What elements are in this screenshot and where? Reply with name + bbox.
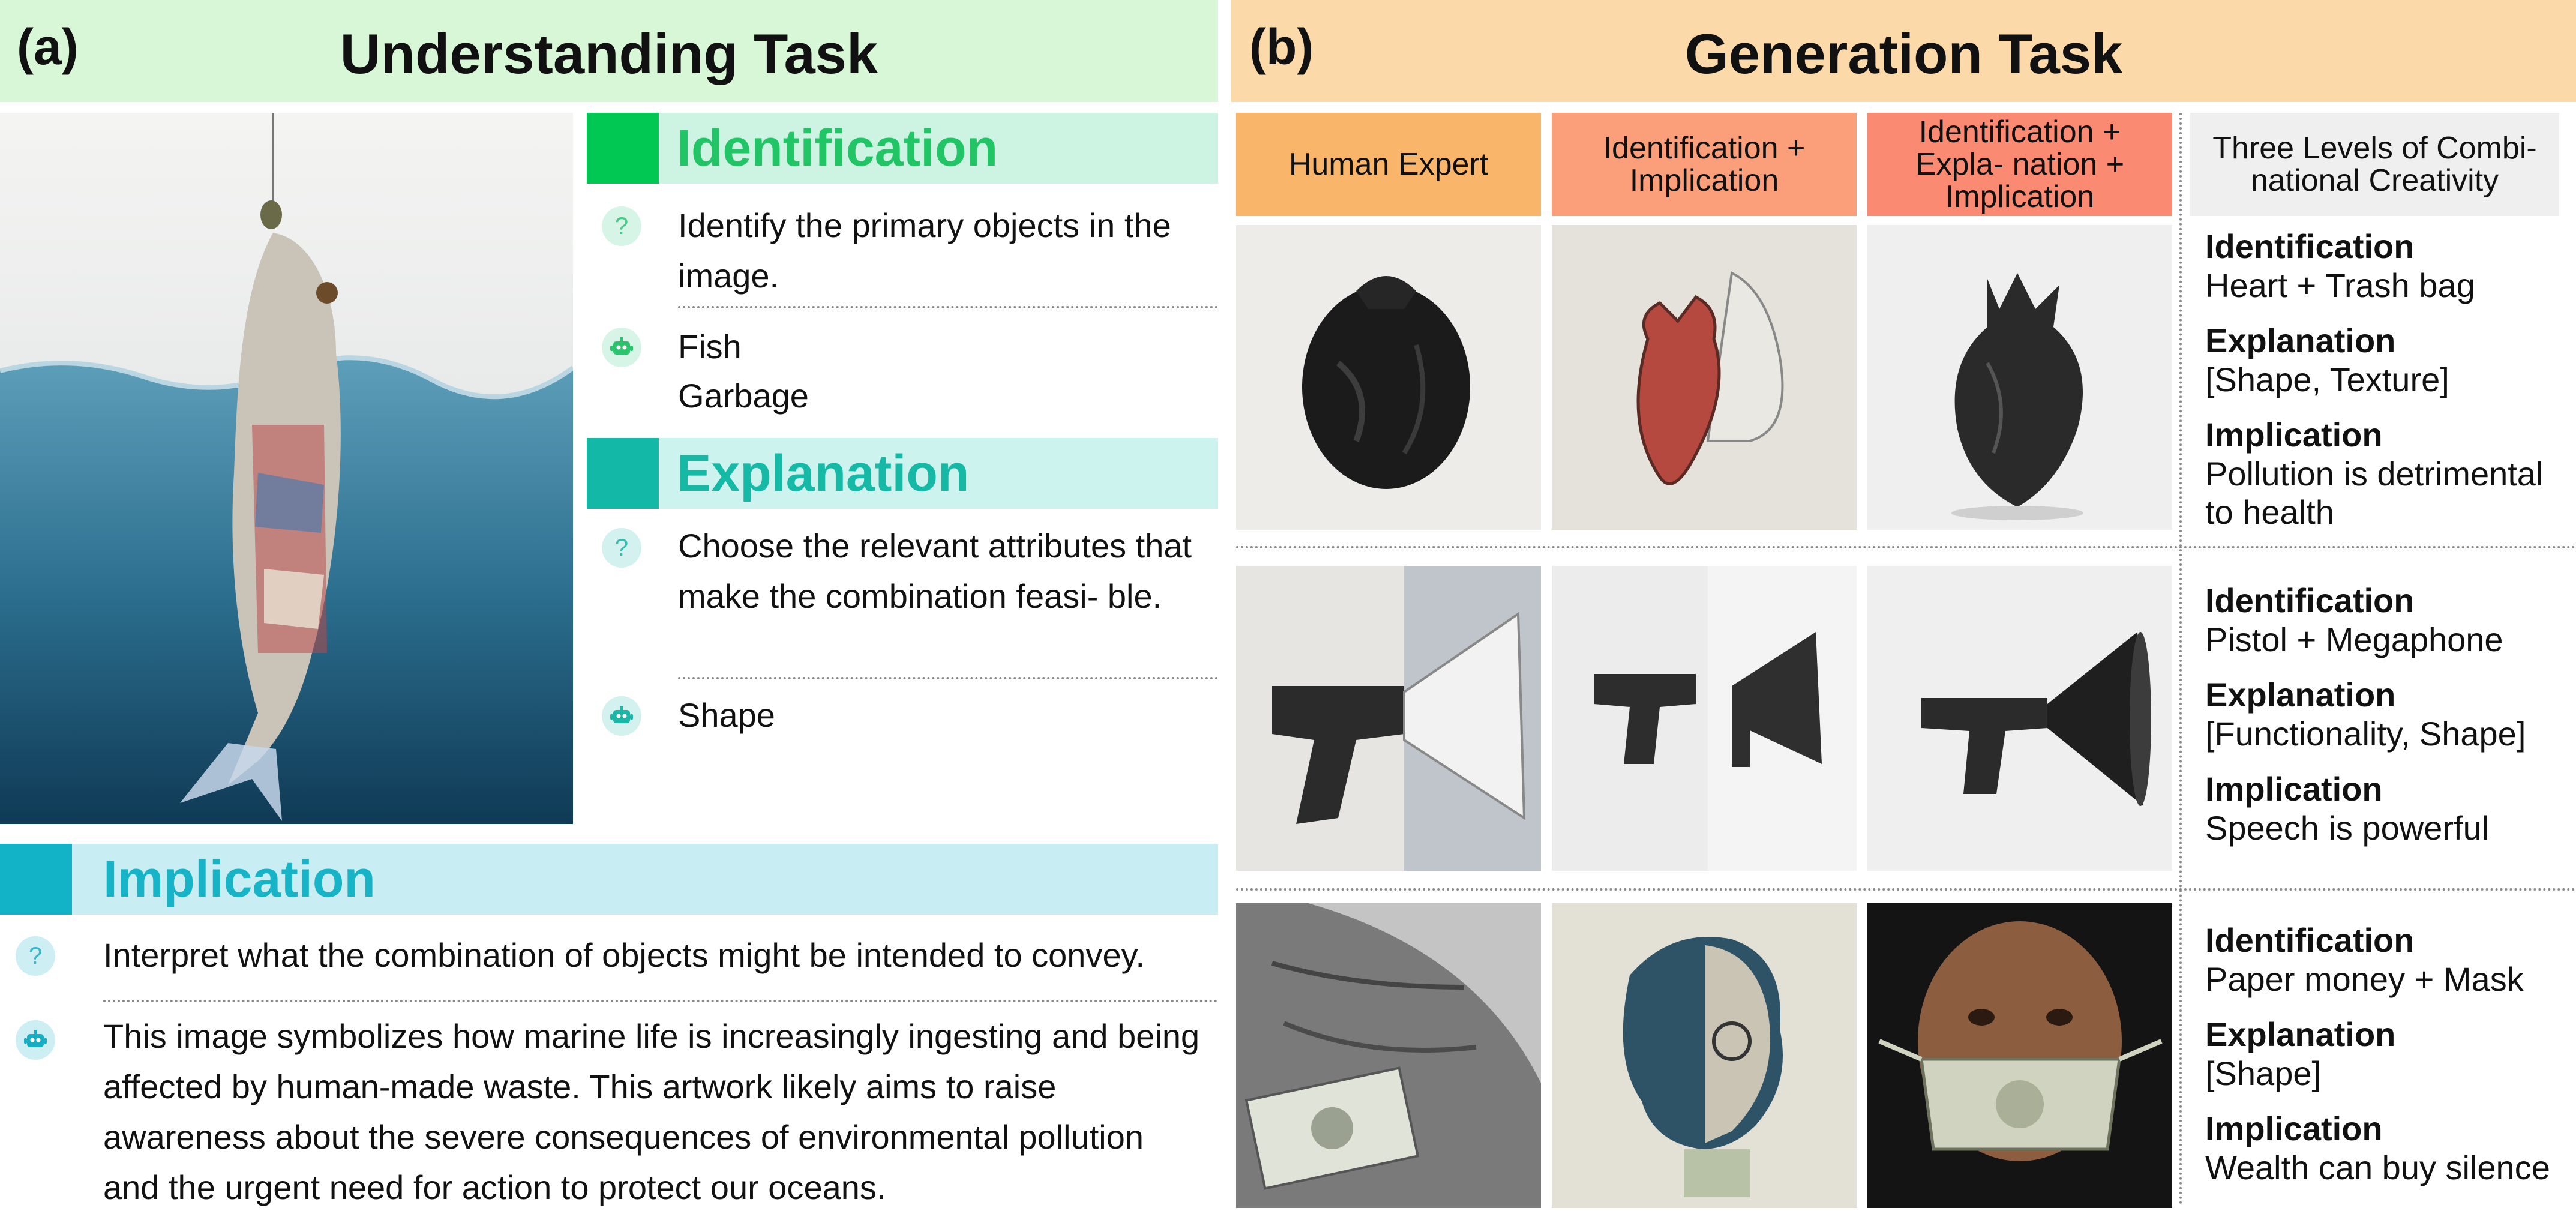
row-divider [1236,546,2576,548]
row3-explanation-label: Explanation [2205,1015,2396,1053]
question-icon: ? [602,528,641,568]
divider [103,1000,1218,1002]
column-three-levels: Three Levels of Combi- national Creativi… [2190,113,2559,216]
implication-accent [0,844,72,915]
implication-question: Interpret what the combination of object… [103,936,1145,974]
column-human-expert: Human Expert [1236,113,1541,216]
divider [678,677,1218,679]
panel-a-letter: (a) [17,19,79,75]
row1-explanation-label: Explanation [2205,322,2396,359]
generated-pistol-megaphone-image-1 [1552,566,1857,871]
row1-identification: Heart + Trash bag [2205,266,2475,304]
generated-money-mask-image-1 [1552,903,1857,1208]
human-expert-money-mask-image [1236,903,1541,1208]
row3-implication-label: Implication [2205,1110,2383,1147]
identification-answer-1: Fish [678,328,742,365]
robot-icon [602,328,641,367]
fish-garbage-image [0,113,573,824]
explanation-question: Choose the relevant attributes that make… [678,527,1192,615]
identification-accent [587,113,659,184]
row1-identification-label: Identification [2205,227,2415,265]
row3-implication: Wealth can buy silence [2205,1149,2550,1186]
robot-icon [16,1020,55,1060]
generation-title: Generation Task [1684,22,2123,85]
question-icon: ? [16,936,55,976]
explanation-answer: Shape [678,696,775,734]
row1-implication-label: Implication [2205,416,2383,454]
implication-answer: This image symbolizes how marine life is… [103,1017,1200,1206]
column-divider [2179,113,2182,1205]
understanding-header [0,0,1218,102]
generated-heart-trashbag-image-1 [1552,225,1857,530]
identification-heading: Identification [659,113,1218,184]
panel-b-letter: (b) [1249,19,1314,75]
identification-question: Identify the primary objects in the imag… [678,206,1171,295]
row2-explanation-label: Explanation [2205,676,2396,714]
row-divider [1236,888,2576,891]
row1-implication: Pollution is detrimental to health [2205,455,2544,531]
identification-answer-2: Garbage [678,377,809,415]
row3-identification: Paper money + Mask [2205,960,2524,998]
divider [678,306,1218,308]
row2-explanation: [Functionality, Shape] [2205,715,2526,753]
question-icon: ? [602,206,641,246]
row2-identification: Pistol + Megaphone [2205,621,2503,658]
human-expert-heart-trashbag-image [1236,225,1541,530]
explanation-accent [587,438,659,509]
column-identification-explanation-implication: Identification + Expla- nation + Implica… [1867,113,2172,216]
row1-explanation: [Shape, Texture] [2205,361,2449,398]
row3-explanation: [Shape] [2205,1054,2322,1092]
generation-header [1231,0,2576,102]
generated-money-mask-image-2 [1867,903,2172,1208]
column-identification-implication: Identification + Implication [1552,113,1857,216]
implication-heading: Implication [72,844,1218,915]
row2-identification-label: Identification [2205,581,2415,619]
row2-implication-label: Implication [2205,770,2383,808]
generated-heart-trashbag-image-2 [1867,225,2172,530]
row2-implication: Speech is powerful [2205,809,2490,847]
explanation-heading: Explanation [659,438,1218,509]
row3-identification-label: Identification [2205,921,2415,959]
understanding-title: Understanding Task [340,22,878,85]
robot-icon [602,696,641,736]
generated-pistol-megaphone-image-2 [1867,566,2172,871]
human-expert-pistol-megaphone-image [1236,566,1541,871]
